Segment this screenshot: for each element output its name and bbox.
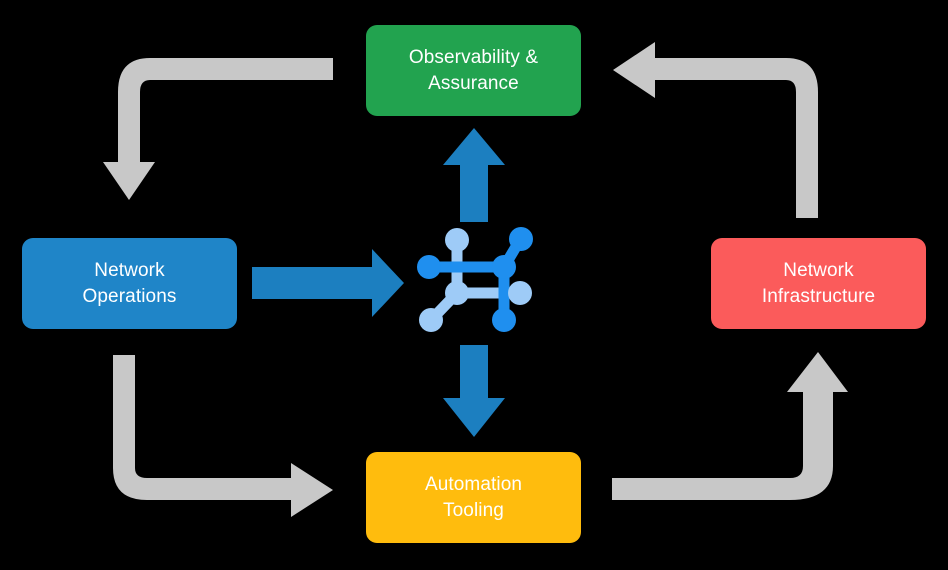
network-topology-icon [417, 227, 533, 332]
connector-operations-to-automation [113, 355, 333, 517]
node-network-operations-label: Network Operations [82, 260, 177, 307]
node-observability-assurance-label: Observability & Assurance [408, 47, 539, 94]
connector-automation-to-infrastructure [612, 352, 848, 500]
node-automation-tooling-label: Automation Tooling [424, 474, 523, 521]
connector-center-to-automation [443, 345, 505, 437]
connector-center-to-observability [443, 128, 505, 222]
connector-operations-to-center [252, 249, 404, 317]
connector-infrastructure-to-observability [613, 42, 818, 218]
node-network-operations[interactable]: Network Operations [22, 238, 237, 329]
node-network-infrastructure[interactable]: Network Infrastructure [711, 238, 926, 329]
node-observability-assurance[interactable]: Observability & Assurance [366, 25, 581, 116]
connector-observability-to-operations [103, 58, 333, 200]
node-network-infrastructure-label: Network Infrastructure [761, 260, 876, 307]
node-automation-tooling[interactable]: Automation Tooling [366, 452, 581, 543]
